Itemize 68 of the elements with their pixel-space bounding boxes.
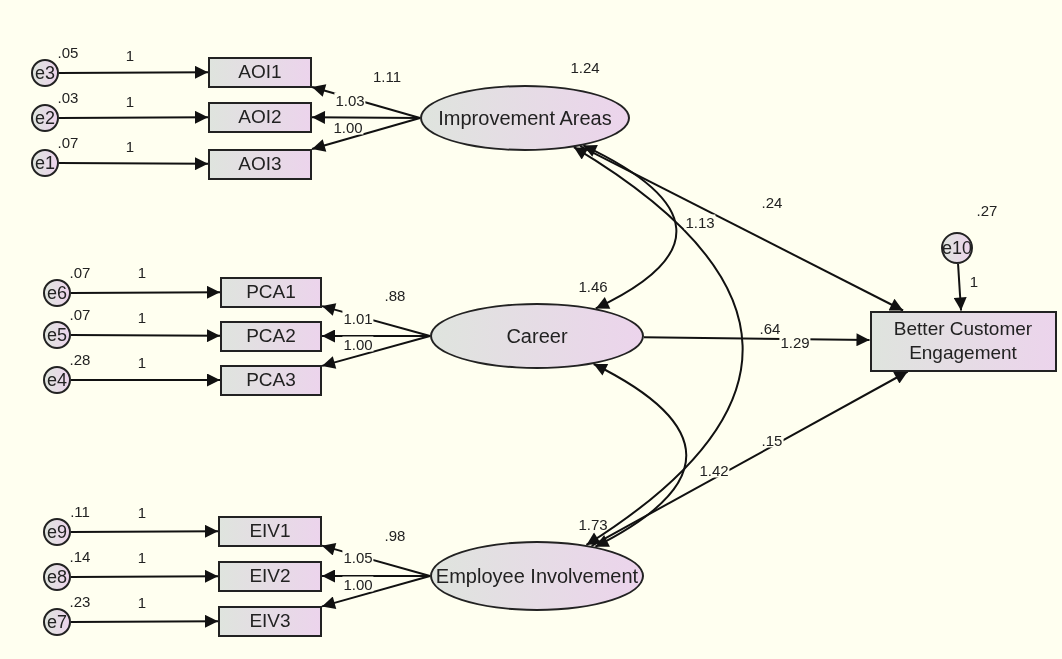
arrow [70,329,221,343]
arrow [579,145,905,312]
variance-value: .07 [57,134,79,150]
variable-label: e10 [942,237,973,259]
variance-value: 1.73 [578,516,608,532]
variable-label: EIV2 [249,564,291,588]
variable-label: Improvement Areas [438,106,612,130]
double-headed-arrow [592,363,688,548]
variable-label: PCA3 [246,368,296,392]
variable-label: PCA2 [246,324,296,348]
edge-label: 1.03 [334,92,366,108]
arrow [953,262,967,312]
variable-label: e2 [35,107,55,129]
observed-variable-box [218,605,322,637]
variance-value: 1.24 [570,59,600,75]
arrow [311,117,421,152]
variable-label: e3 [35,62,55,84]
arrow [321,575,431,610]
edge-label: 1.13 [684,214,716,230]
variable-label: e8 [47,566,67,588]
variable-label: e5 [47,324,67,346]
arrow [70,524,219,538]
variable-label: PCA1 [246,280,296,304]
edge-label: 1.29 [779,334,811,350]
arrow [70,285,221,299]
variable-label: AOI1 [238,60,282,84]
variance-value: .14 [69,548,91,564]
variable-label: EIV3 [249,609,291,633]
variable-label: e4 [47,369,67,391]
variable-label: e7 [47,611,67,633]
observed-variable-box [220,364,322,396]
arrow [70,569,219,583]
variance-value: .27 [976,202,998,218]
observed-variable-box [220,320,322,352]
variable-label: e1 [35,152,55,174]
arrow [58,110,209,124]
variance-value: .07 [69,306,91,322]
arrow [70,614,219,628]
observed-variable-box [869,310,1057,372]
edge-label: 1.01 [342,310,374,326]
arrow [321,335,431,369]
arrow [58,157,209,171]
observed-variable-box [220,276,322,308]
variable-label: Better Customer Engagement [892,317,1034,365]
variance-value: .05 [57,44,79,60]
variance-value: .11 [70,503,90,519]
observed-variable-box [208,101,312,133]
observed-variable-box [208,56,312,88]
variance-value: .28 [69,351,91,367]
observed-variable-box [218,560,322,592]
arrow [590,370,909,547]
variable-label: AOI3 [238,152,282,176]
observed-variable-box [208,148,312,180]
variance-value: .23 [69,593,91,609]
variable-label: EIV1 [249,519,291,543]
variance-value: .07 [69,264,91,280]
observed-variable-box [218,515,322,547]
double-headed-arrow [582,144,678,310]
arrow [70,373,221,387]
edge-label: 1.05 [342,549,374,565]
variable-label: e6 [47,282,67,304]
variance-value: .03 [57,89,79,105]
variable-label: Employee Involvement [435,564,639,588]
variable-label: AOI2 [238,105,282,129]
variance-value: 1.46 [578,278,608,294]
variable-label: e9 [47,521,67,543]
arrow [58,65,209,79]
variable-label: Career [506,324,568,348]
